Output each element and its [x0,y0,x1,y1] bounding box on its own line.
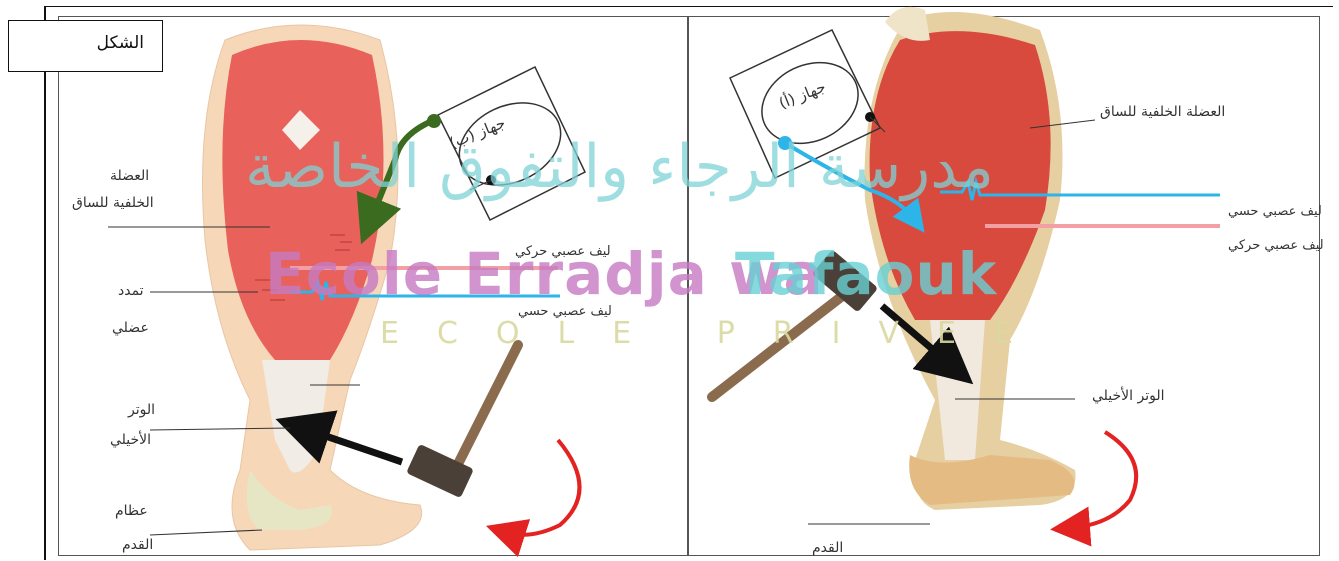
left-sensory-fiber-label: ليف عصبي حسي [518,304,612,319]
left-muscle-label-2: الخلفية للساق [72,195,154,211]
right-foot-label: القدم [812,540,843,556]
watermark-arabic: مدرسة الرجاء والتفوق الخاصة [245,132,994,202]
left-stretch-label-1: تمدد [118,283,144,299]
left-reflex-hammer [406,345,518,498]
left-muscle-label-1: العضلة [110,168,149,184]
left-motor-fiber-label: ليف عصبي حركي [515,244,611,259]
left-stretch-label-2: عضلي [112,320,149,336]
left-rotation-arrow [505,440,580,535]
left-bones-label-2: القدم [122,537,153,553]
left-tendon-label-1: الوتر [128,402,155,418]
right-sensory-fiber-label: ليف عصبي حسي [1228,204,1322,219]
figure-tag-box: الشكل [8,20,163,72]
right-tendon-label: الوتر الأخيلي [1092,388,1165,404]
right-motor-fiber-label: ليف عصبي حركي [1228,238,1324,253]
watermark-subtitle: ECOLE PRIVEE [380,316,1051,351]
figure-tag: الشكل [97,33,144,53]
left-tendon-label-2: الأخيلي [110,432,151,448]
left-bones-label-1: عظام [115,503,148,519]
watermark-latin-2: Tafaouk [735,240,997,308]
right-muscle-label: العضلة الخلفية للساق [1100,104,1225,120]
right-rotation-arrow [1070,432,1136,528]
